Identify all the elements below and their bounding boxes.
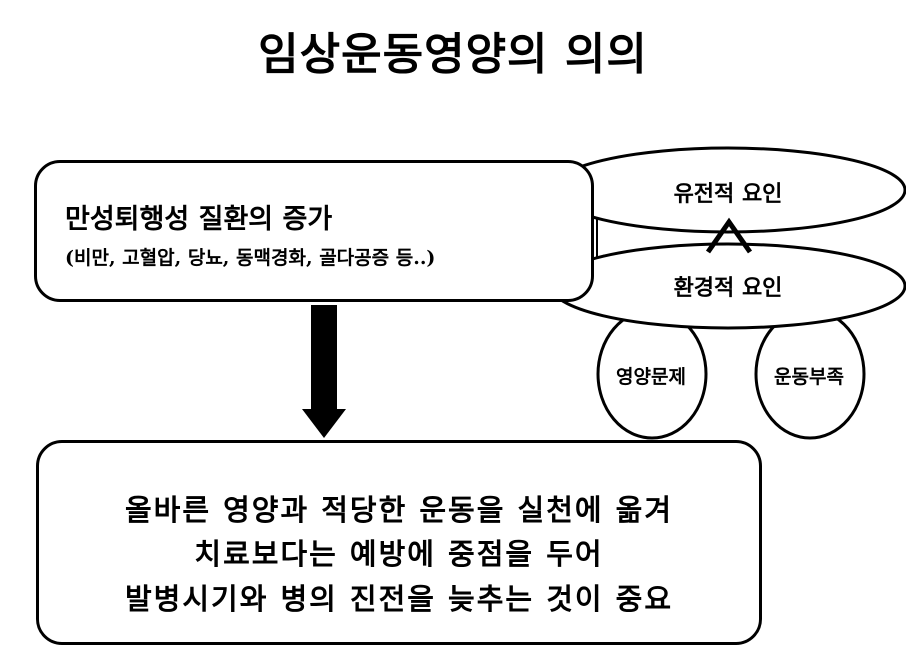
chronic-disease-examples: (비만, 고혈압, 당뇨, 동맥경화, 골다공증 등..) — [65, 247, 436, 269]
down-arrow-head — [302, 409, 346, 438]
conclusion-box: 올바른 영양과 적당한 운동을 실천에 옮겨 치료보다는 예방에 중점을 두어 … — [36, 440, 762, 645]
chronic-disease-box: 만성퇴행성 질환의 증가 (비만, 고혈압, 당뇨, 동맥경화, 골다공증 등.… — [34, 160, 594, 302]
down-arrow-shaft — [311, 305, 337, 411]
environmental-factor-label: 환경적 요인 — [673, 275, 783, 301]
nutrition-problem-label: 영양문제 — [616, 366, 686, 388]
caret-arrow — [705, 217, 753, 254]
chronic-disease-heading: 만성퇴행성 질환의 증가 — [65, 204, 333, 235]
conclusion-line-1: 올바른 영양과 적당한 운동을 실천에 옮겨 — [124, 493, 674, 527]
lack-of-exercise-label: 운동부족 — [774, 366, 844, 388]
genetic-factor-label: 유전적 요인 — [673, 181, 783, 207]
conclusion-line-2: 치료보다는 예방에 중점을 두어 — [194, 537, 604, 571]
page-title: 임상운동영양의 의의 — [258, 29, 648, 80]
conclusion-line-3: 발병시기와 병의 진전을 늦추는 것이 중요 — [124, 582, 674, 616]
